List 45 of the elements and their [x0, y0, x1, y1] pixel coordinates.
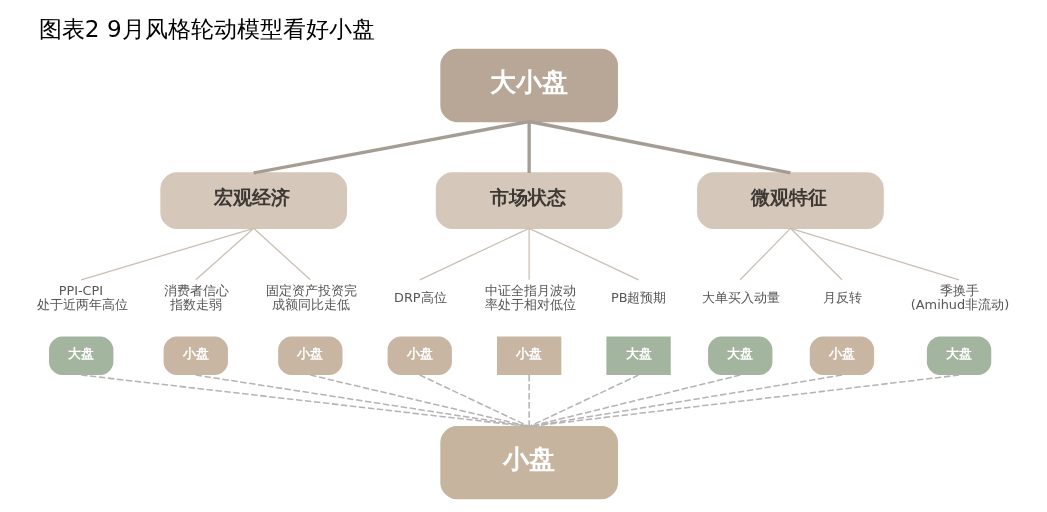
connector [739, 227, 791, 281]
connector [79, 374, 530, 428]
diagram-title: 图表2 9月风格轮动模型看好小盘 [38, 16, 375, 43]
connector [528, 119, 791, 175]
node-box: 小盘 [277, 336, 342, 376]
connector [526, 121, 531, 173]
node-box: 宏观经济 [159, 172, 347, 229]
connector [527, 374, 960, 428]
node-box: 小盘 [163, 336, 228, 376]
connector [194, 374, 530, 428]
connector [80, 227, 254, 281]
node-box: 小盘 [809, 336, 874, 376]
node-label: 中证全指月波动率处于相对低位 [484, 283, 576, 313]
node-box: 小盘 [496, 336, 561, 376]
node-label: 固定资产投资完成额同比走低 [265, 283, 357, 313]
node-label: DRP高位 [393, 290, 447, 306]
connector [194, 227, 254, 281]
connector [418, 227, 530, 281]
node-box: 大盘 [605, 336, 671, 376]
node-label: 月反转 [822, 290, 862, 306]
connector [528, 227, 530, 281]
connector [528, 227, 639, 281]
node-label: 大单买入动量 [701, 290, 780, 306]
node-box: 小盘 [439, 425, 618, 500]
connector [309, 374, 530, 428]
node-label: PB超预期 [610, 290, 666, 306]
connector [527, 374, 639, 428]
connector [527, 374, 530, 428]
connector [527, 374, 843, 428]
node-box: 大盘 [926, 336, 991, 376]
connector [252, 119, 529, 175]
node-box: 大盘 [707, 336, 772, 376]
connector [527, 374, 741, 428]
node-label: PPI-CPI处于近两年高位 [36, 283, 128, 313]
node-box: 大盘 [48, 336, 113, 376]
connector [789, 227, 960, 281]
node-box: 大小盘 [439, 48, 618, 123]
node-label: 消费者信心指数走弱 [163, 283, 229, 313]
node-box: 市场状态 [435, 172, 622, 229]
connector [418, 374, 530, 428]
node-box: 小盘 [387, 336, 452, 376]
connector [789, 227, 843, 281]
connector [252, 227, 311, 281]
node-box: 微观特征 [696, 172, 884, 229]
node-label: 季换手(Amihud非流动) [910, 283, 1009, 313]
